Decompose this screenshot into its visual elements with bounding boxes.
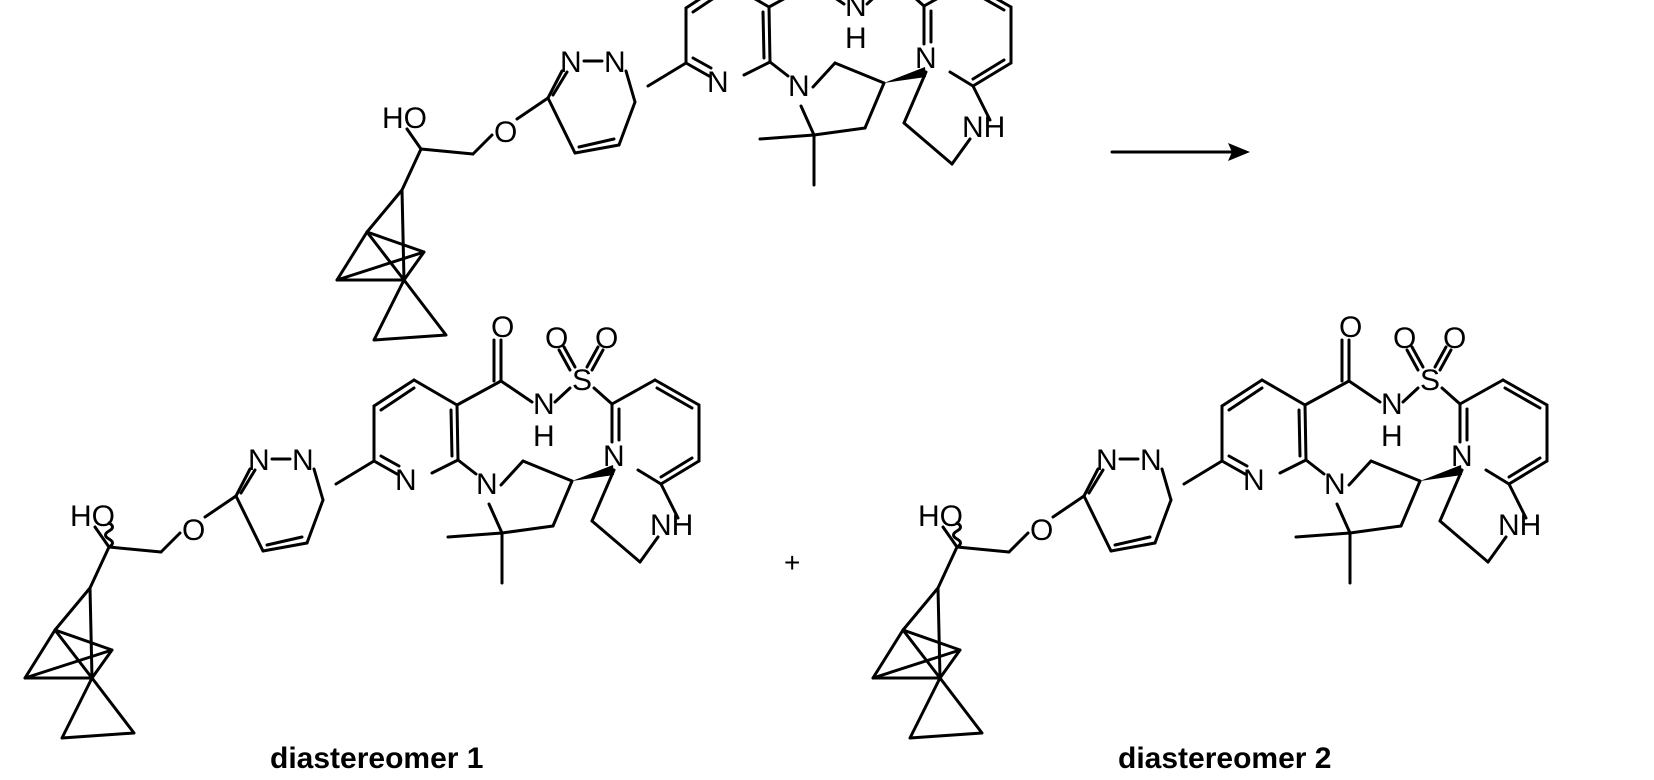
plus-sign: + (784, 547, 800, 578)
label-diastereomer-1: diastereomer 1 (270, 742, 483, 775)
product-diastereomer-1 (25, 311, 699, 738)
starting-material (337, 0, 1011, 340)
reaction-arrow (1112, 143, 1250, 161)
product-diastereomer-2 (873, 311, 1547, 738)
label-diastereomer-2: diastereomer 2 (1118, 742, 1331, 775)
